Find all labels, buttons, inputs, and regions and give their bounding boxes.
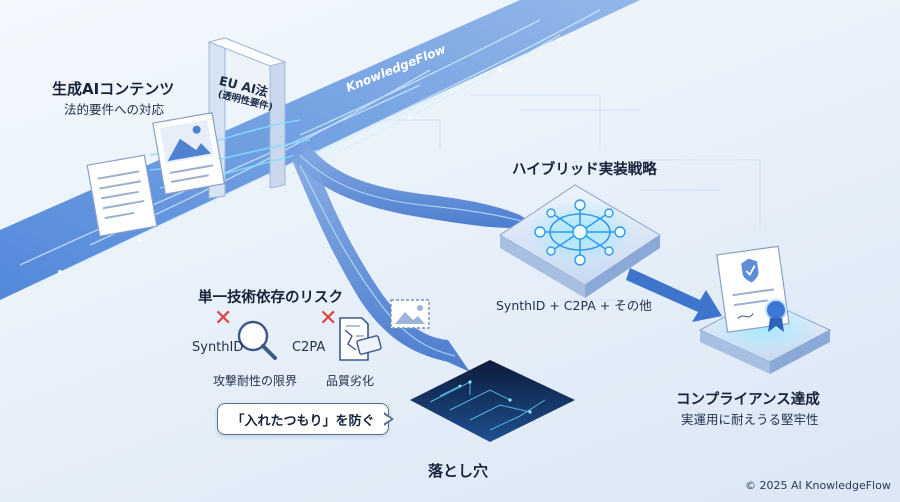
risk-caption-c2pa: 品質劣化 (326, 374, 375, 388)
pitfall-hole (410, 360, 575, 442)
compliance-title: コンプライアンス達成 (676, 392, 820, 408)
pitfall-label: 落とし穴 (428, 462, 489, 480)
c2pa-reject-icon: ✕ (319, 306, 338, 331)
warning-bubble: 「入れたつもり」を防ぐ (217, 403, 389, 435)
risk-item-c2pa: C2PA (292, 340, 326, 355)
hybrid-methods: SynthID + C2PA + その他 (496, 298, 652, 313)
risk-item-synthid: SynthID (192, 340, 244, 355)
input-subtitle: 法的要件への対応 (64, 102, 165, 117)
compliance-subtitle: 実運用に耐えうる堅牢性 (681, 412, 819, 427)
hybrid-platform (499, 184, 661, 298)
input-title: 生成AIコンテンツ (52, 80, 175, 98)
risk-title: 単一技術依存のリスク (198, 290, 343, 306)
hybrid-title: ハイブリッド実装戦略 (512, 162, 657, 178)
broken-image-icon (390, 299, 430, 329)
copyright: © 2025 AI KnowledgeFlow (745, 479, 891, 492)
hybrid-path (292, 140, 535, 228)
compliance-platform (698, 245, 832, 374)
content-documents (86, 112, 226, 237)
broken-document-icon (339, 317, 382, 361)
synthid-reject-icon: ✕ (214, 306, 233, 331)
magnifier-icon (237, 320, 277, 360)
pitfall-path (292, 148, 470, 372)
success-arrow (626, 268, 722, 322)
risk-caption-synthid: 攻撃耐性の限界 (213, 374, 298, 388)
